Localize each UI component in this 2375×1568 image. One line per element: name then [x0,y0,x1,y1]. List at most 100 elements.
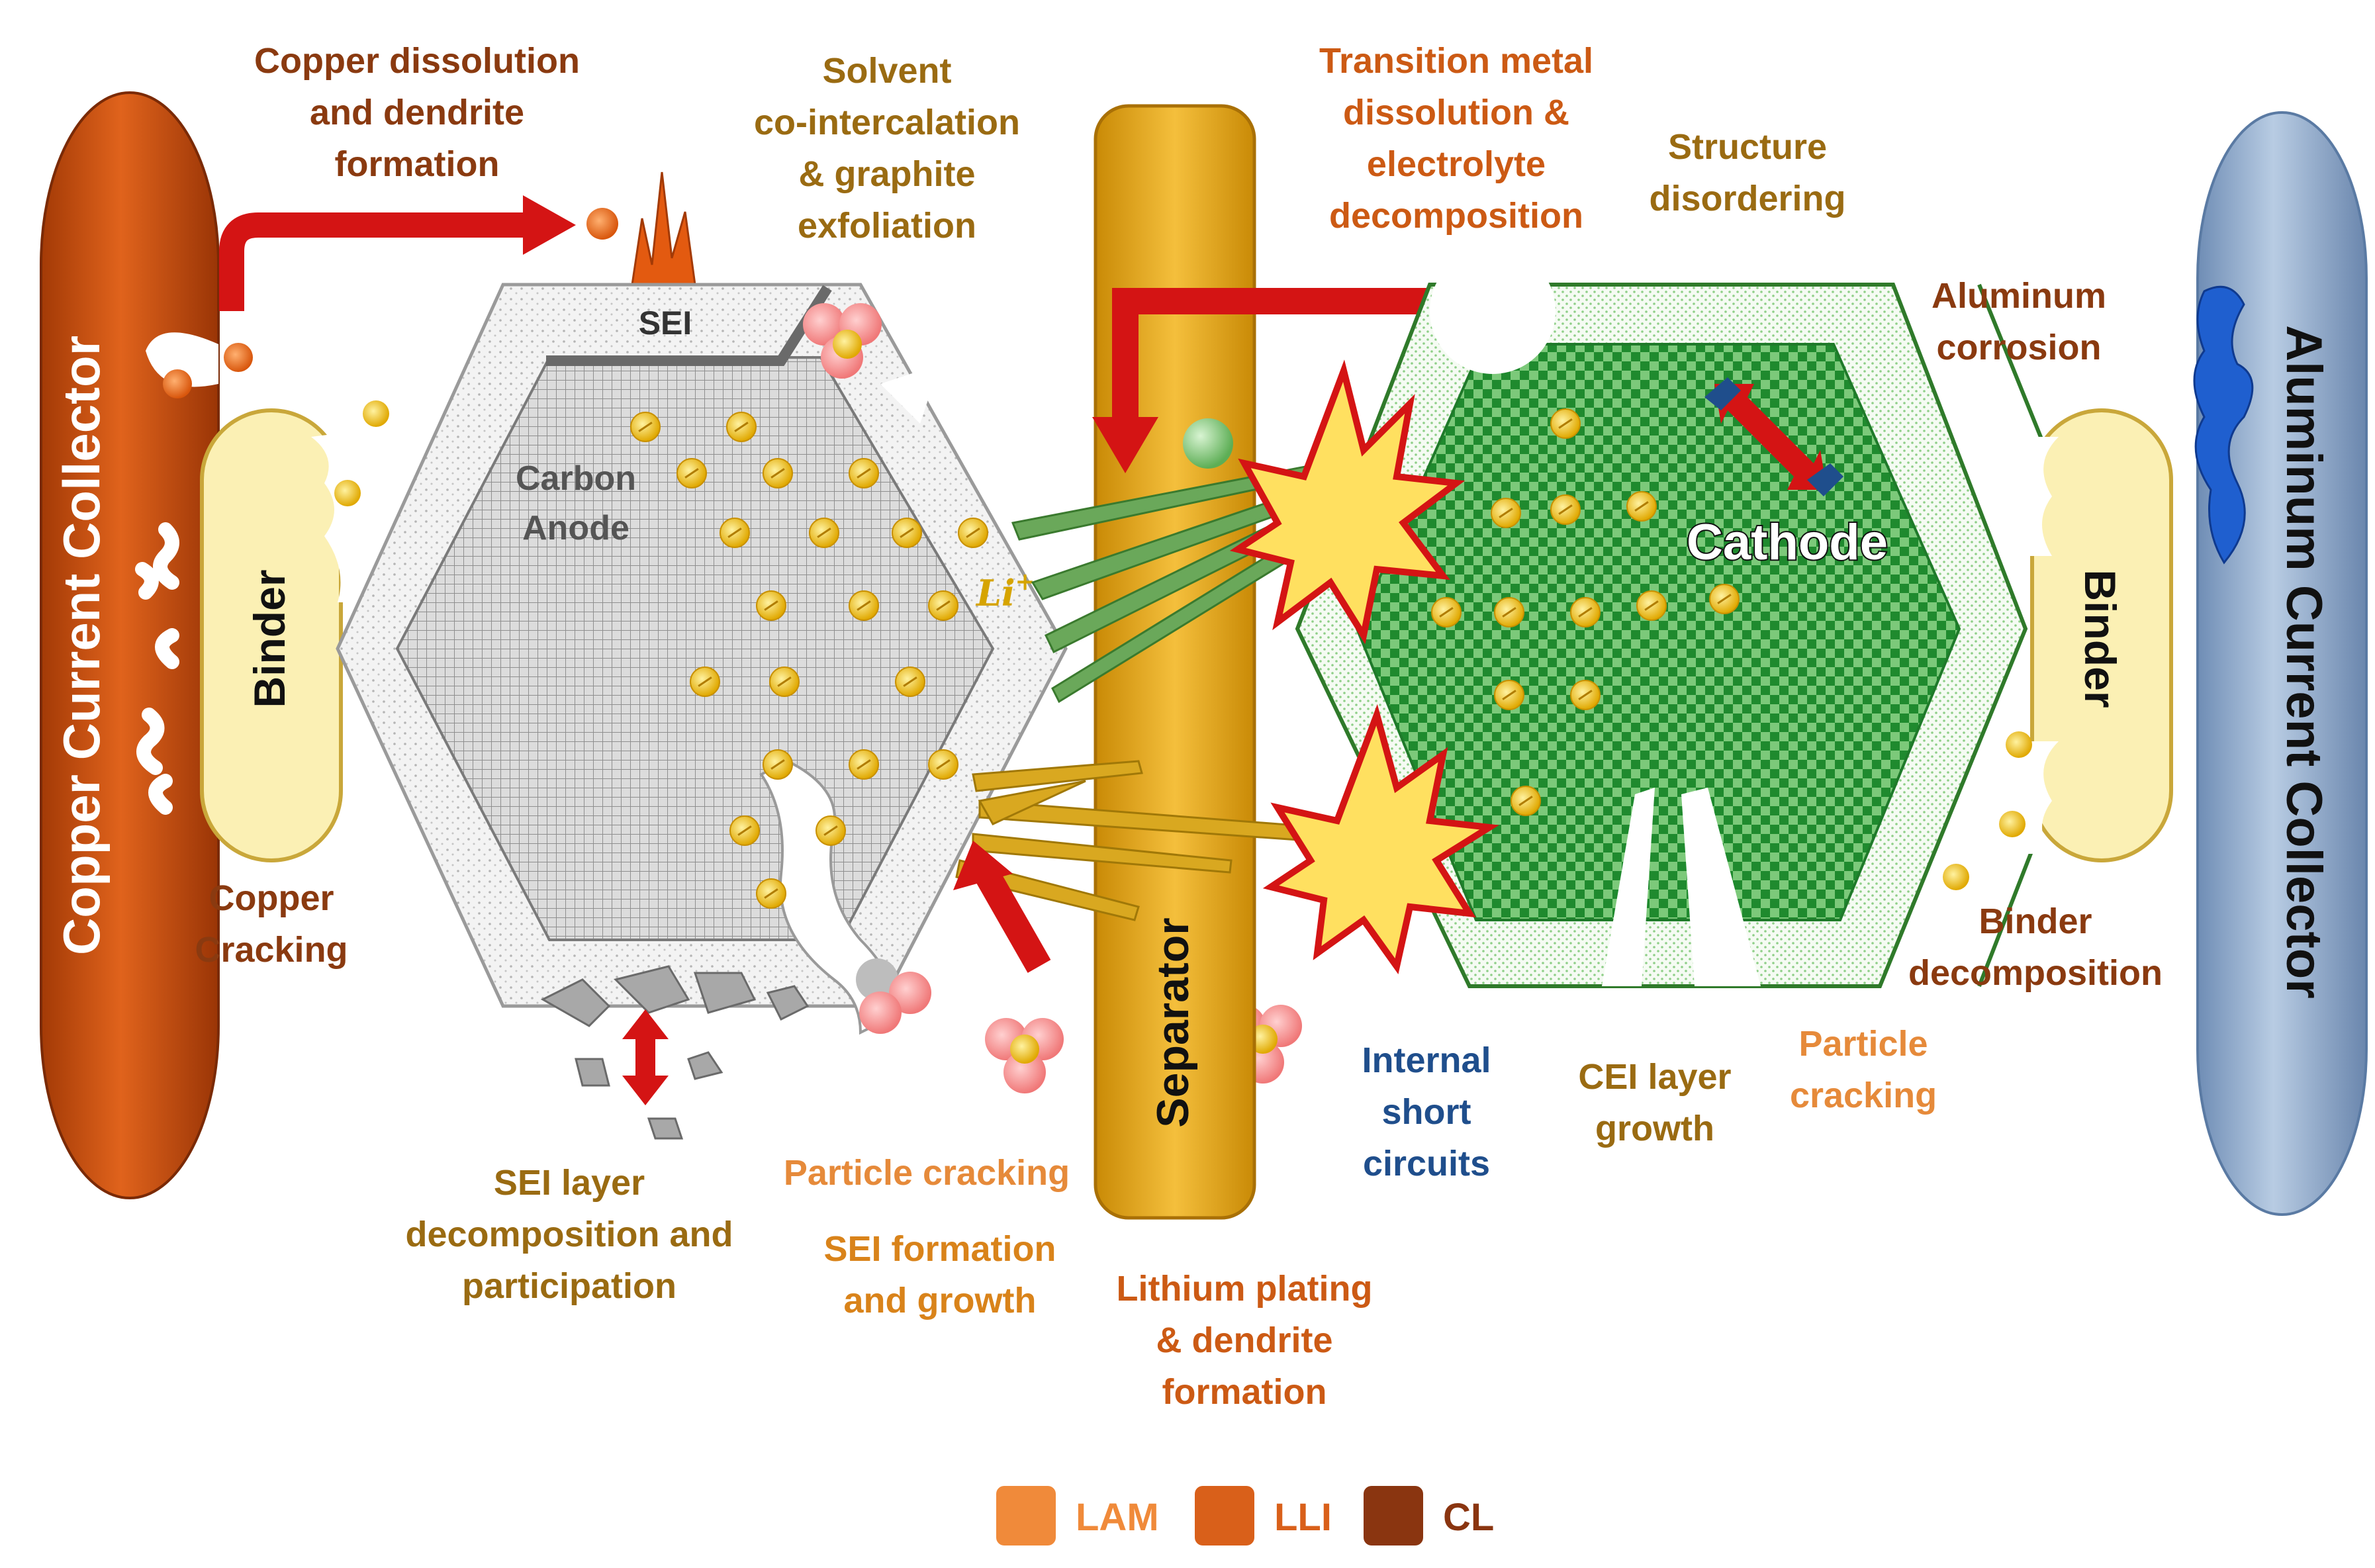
aluminum-collector-label: Aluminum Current Collector [2276,325,2332,999]
copper-collector-label: Copper Current Collector [52,336,111,955]
carbon-anode: SEI Carbon Anode Li+ [336,283,1068,1035]
label-line: electrolyte [1367,144,1546,184]
lithium-ion [769,667,800,697]
label-internal-short: Internal short circuits [1362,1040,1491,1183]
lithium-ion [809,518,839,548]
label-line: Lithium plating [1117,1269,1373,1309]
lithium-ion [1550,408,1581,439]
lithium-ion [849,749,879,780]
sei-label: SEI [639,304,692,342]
aluminum-corrosion-blob [2193,285,2254,565]
pink-cluster [856,958,931,1034]
anode-label-line1: Carbon [516,459,636,498]
label-line: co-intercalation [754,103,1020,142]
copper-ion [224,343,253,372]
copper-ion [163,369,192,398]
lithium-ion [334,480,361,506]
lithium-ion [756,878,786,909]
label-line: short [1382,1092,1471,1132]
label-line: Copper [209,878,334,918]
structure-disordering-arrow [1704,377,1843,496]
label-line: dissolution & [1343,93,1569,132]
label-line: & dendrite [1156,1320,1332,1360]
label-line: SEI layer [494,1163,645,1203]
lithium-ion [676,458,707,488]
lithium-ion [756,590,786,621]
copper-dendrite [631,171,696,286]
lithium-ion [892,518,922,548]
lithium-ion [720,518,750,548]
lithium-ion [1431,597,1462,627]
binder-right: Binder [2026,408,2173,862]
aluminum-current-collector: Aluminum Current Collector [2193,111,2368,1216]
lithium-ion [895,667,925,697]
lithium-ion [1494,680,1524,710]
copper-current-collector: Copper Current Collector [40,91,220,1199]
pink-cluster [803,303,882,379]
legend-label-cl: CL [1443,1496,1494,1539]
separator-label: Separator [1148,917,1198,1127]
lithium-ion [2006,731,2032,758]
label-line: corrosion [1936,328,2101,367]
label-line: Solvent [822,51,951,91]
lithium-ion [1943,864,1969,890]
lithium-ion [1570,597,1601,627]
label-line: & graphite [798,154,975,194]
lithium-ion [1999,811,2026,837]
label-line: Transition metal [1319,41,1593,81]
label-line: decomposition [1329,196,1583,236]
sei-debris [540,965,810,1140]
label-line: Copper dissolution [254,41,580,81]
legend: LAM LLI CL [996,1486,1494,1545]
label-line: formation [335,144,500,184]
label-line: CEI layer [1578,1057,1731,1097]
legend-item-cl: CL [1364,1486,1494,1545]
lithium-ion [1570,680,1601,710]
tm-dissolution-arrow [1092,288,1436,473]
lithium-ion [763,458,793,488]
sei-formation-arrow [953,841,1051,973]
transition-metal-ion [1183,418,1233,469]
internal-short-explosion [1229,359,1499,975]
legend-label-lam: LAM [1076,1496,1159,1539]
pink-cluster [985,1018,1064,1093]
label-line: decomposition and [405,1215,733,1254]
lithium-ion [958,518,988,548]
label-line: growth [1595,1109,1714,1148]
lithium-ion [763,749,793,780]
label-sei-formation: SEI formation and growth [823,1229,1056,1320]
label-line: Internal [1362,1040,1491,1080]
cathode-crack [1602,788,1655,986]
label-line: Particle cracking [784,1153,1070,1193]
binder-left: Binder [200,408,364,862]
copper-ion [586,208,618,240]
anode-label-line2: Anode [522,509,629,547]
lithium-ion [1491,498,1521,528]
anode-lithium-ions [630,412,988,909]
label-line: disordering [1649,179,1845,218]
cathode-lithium-ions [1431,408,1740,816]
label-line: and dendrite [310,93,524,132]
lithium-ion [849,458,879,488]
label-line: circuits [1363,1144,1490,1183]
label-line: Cracking [195,930,348,970]
label-line: Binder [1979,901,2092,941]
label-copper-dissolution: Copper dissolution and dendrite formation [254,41,580,184]
label-tm-dissolution: Transition metal dissolution & electrolyte… [1319,41,1593,236]
legend-item-lam: LAM [996,1486,1159,1545]
lithium-ion [729,815,760,846]
label-line: and growth [844,1281,1037,1320]
label-line: Particle [1798,1024,1928,1064]
lithium-ion [630,412,661,442]
label-line: SEI formation [823,1229,1056,1269]
lithium-ion [1709,584,1740,614]
label-line: cracking [1790,1076,1937,1115]
lithium-ion [690,667,720,697]
cathode-crack [1681,788,1761,986]
